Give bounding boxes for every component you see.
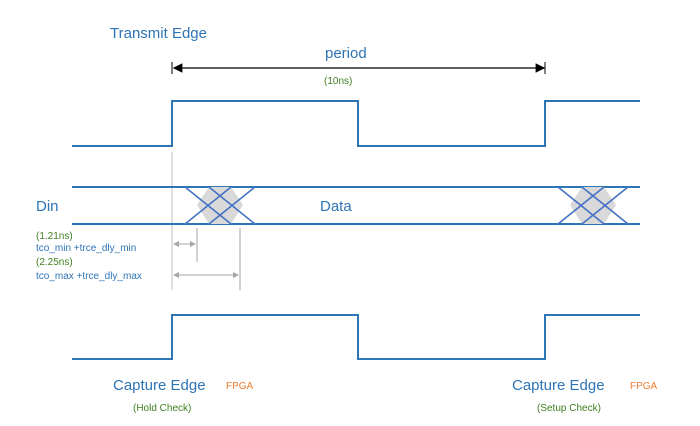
period-value: (10ns) xyxy=(324,76,352,87)
transition-cross-right-d xyxy=(581,186,629,225)
capture-edge-left-label: Capture Edge xyxy=(113,377,206,394)
max-delay-value: (2.25ns) xyxy=(36,257,73,268)
hold-check-label: (Hold Check) xyxy=(133,403,191,414)
min-delay-value: (1.21ns) xyxy=(36,231,73,242)
transition-window-right xyxy=(570,187,616,224)
transmit-clock-waveform xyxy=(72,100,640,147)
min-delay-label: tco_min +trce_dly_min xyxy=(36,243,136,254)
din-label: Din xyxy=(36,198,59,215)
data-label: Data xyxy=(320,198,352,215)
fpga-right-label: FPGA xyxy=(630,381,658,392)
transition-cross-right-b xyxy=(557,186,605,225)
transmit-edge-label: Transmit Edge xyxy=(110,25,207,42)
capture-clock-waveform xyxy=(72,314,640,360)
max-delay-label: tco_max +trce_dly_max xyxy=(36,271,142,282)
setup-check-label: (Setup Check) xyxy=(537,403,601,414)
period-label: period xyxy=(325,45,367,62)
capture-edge-right-label: Capture Edge xyxy=(512,377,605,394)
transition-window-left xyxy=(197,187,243,224)
transition-cross-left-b xyxy=(184,186,232,225)
transition-cross-left-d xyxy=(208,186,256,225)
fpga-left-label: FPGA xyxy=(226,381,254,392)
